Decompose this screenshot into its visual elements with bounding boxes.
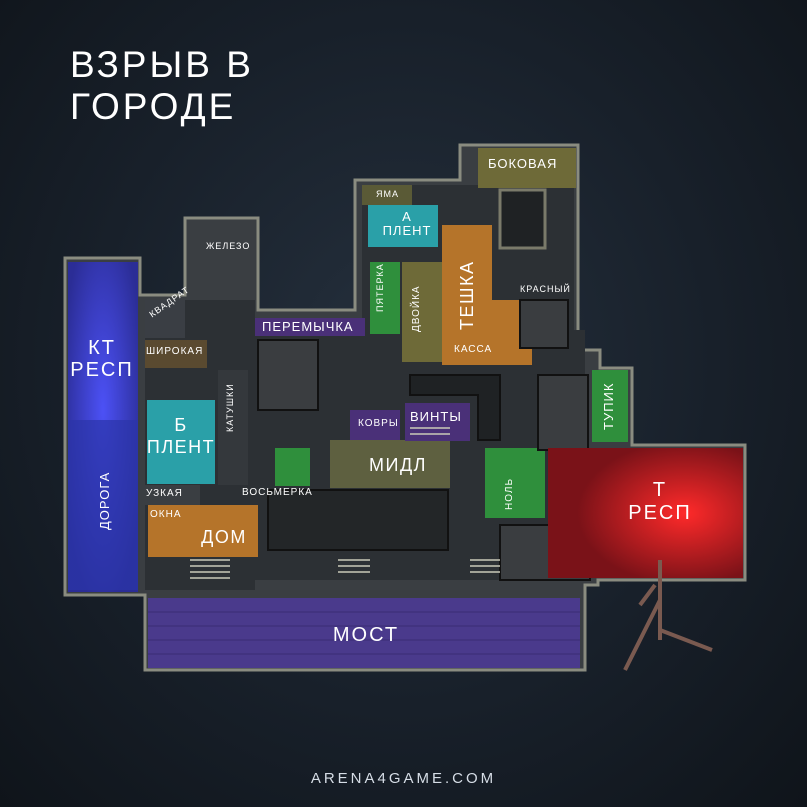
uzkaya-label: УЗКАЯ xyxy=(146,488,183,499)
kovry-label: КОВРЫ xyxy=(358,418,399,429)
stairs xyxy=(190,427,500,579)
bridge-zone xyxy=(148,598,580,668)
nol-label: НОЛЬ xyxy=(504,477,515,510)
vosmerka-zone xyxy=(275,448,310,486)
bokovaya-dark-square xyxy=(498,188,547,250)
doroga-label: ДОРОГА xyxy=(97,471,112,530)
dvoyka-zone xyxy=(402,262,442,362)
most-label: МОСТ xyxy=(332,624,400,646)
bridge-planks xyxy=(148,611,580,655)
dom-label: ДОМ xyxy=(201,527,247,547)
mid-zone xyxy=(330,440,450,488)
zhelezo-label: ЖЕЛЕЗО xyxy=(206,241,251,251)
mid-label: МИДЛ xyxy=(369,455,427,475)
peremychka-zone xyxy=(255,318,365,336)
road-strip xyxy=(68,420,138,590)
teshka-label: ТЕШКА xyxy=(457,260,477,331)
pyaterka-label: ПЯТЕРКА xyxy=(375,263,385,312)
shirokaya-zone xyxy=(145,340,207,368)
map-title: ВЗРЫВ В ГОРОДЕ xyxy=(70,44,254,128)
bokovaya-label: БОКОВАЯ xyxy=(488,156,558,171)
yama-label: ЯМА xyxy=(376,189,399,199)
okna-dom-zone xyxy=(148,505,258,557)
t-spawn-label-2: РЕСП xyxy=(628,502,692,524)
uzkaya-zone xyxy=(145,485,200,505)
yama-zone xyxy=(362,185,412,205)
ct-spawn-label-1: КТ xyxy=(88,337,116,359)
map-title-line-2: ГОРОДЕ xyxy=(70,86,237,127)
pyaterka-zone xyxy=(370,262,400,334)
b-site-zone xyxy=(147,400,215,484)
kassa-label: КАССА xyxy=(454,344,493,355)
l-shaped-block xyxy=(409,374,501,441)
site-footer: ARENA4GAME.COM xyxy=(310,770,497,787)
bokovaya-zone xyxy=(478,148,576,188)
b-site-label-1: Б xyxy=(174,415,188,435)
peremychka-label: ПЕРЕМЫЧКА xyxy=(262,319,354,334)
kovry-zone xyxy=(350,410,400,440)
a-site-label-1: А xyxy=(402,209,412,224)
mid-dark-block xyxy=(267,489,449,551)
ct-spawn-label-2: РЕСП xyxy=(70,359,134,381)
t-spawn-label-1: Т xyxy=(652,479,668,501)
crane-icon xyxy=(623,560,713,671)
right-dark-block xyxy=(537,374,589,451)
a-site-zone xyxy=(368,205,438,247)
vinty-label: ВИНТЫ xyxy=(410,409,462,424)
katushki-label: КАТУШКИ xyxy=(225,383,235,432)
tupik-label: ТУПИК xyxy=(601,382,616,430)
shirokaya-label: ШИРОКАЯ xyxy=(146,346,204,357)
kvadrat-zone xyxy=(145,300,185,338)
okna-label: ОКНА xyxy=(150,509,182,520)
tupik-zone xyxy=(592,370,628,442)
katushki-zone xyxy=(218,370,248,485)
krasny-label: КРАСНЫЙ xyxy=(520,284,571,294)
map-title-line-1: ВЗРЫВ В xyxy=(70,44,254,85)
b-site-label-2: ПЛЕНТ xyxy=(146,437,216,457)
a-site-label-2: ПЛЕНТ xyxy=(382,223,432,238)
t-spawn-zone xyxy=(548,448,743,578)
vosmerka-label: ВОСЬМЕРКА xyxy=(242,487,313,498)
krasny-block xyxy=(519,299,569,349)
dvoyka-label: ДВОЙКА xyxy=(411,285,422,332)
nol-zone xyxy=(485,448,545,518)
left-dark-block xyxy=(257,339,319,411)
kassa-zone xyxy=(442,300,532,365)
